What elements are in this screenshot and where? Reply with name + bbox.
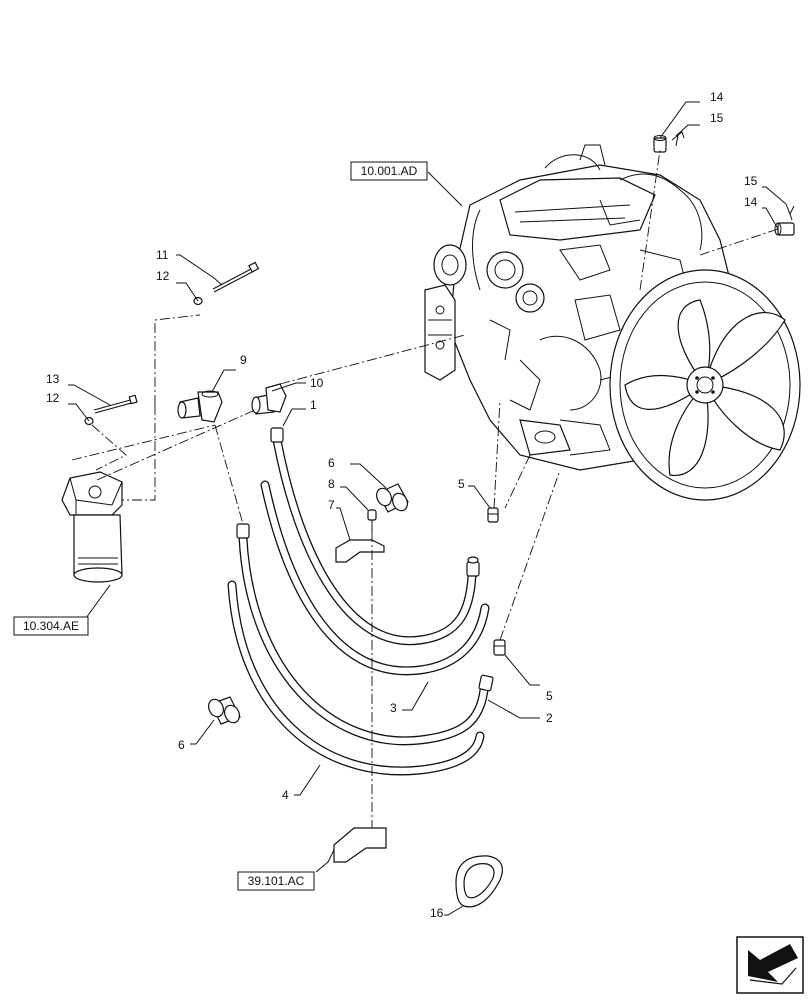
engine-assembly [424, 144, 801, 501]
part-5-upper [487, 507, 499, 523]
part-11-bolt [212, 261, 260, 293]
arrow-left-down-icon[interactable] [736, 936, 804, 994]
callout-9: 9 [240, 353, 247, 367]
callout-10: 10 [310, 376, 324, 390]
part-10-elbow [251, 383, 287, 415]
part-6-lower [208, 696, 241, 725]
leader-lines [68, 101, 787, 916]
callout-14-right: 14 [744, 195, 758, 209]
callout-16: 16 [430, 906, 444, 920]
callout-2: 2 [546, 711, 553, 725]
callout-5-lower: 5 [546, 689, 553, 703]
hose-4 [227, 580, 485, 776]
callout-13: 13 [46, 372, 60, 386]
part-15-right [785, 203, 795, 221]
ref-engine-label: 10.001.AD [361, 164, 418, 178]
callout-labels: 14 15 15 14 11 12 13 12 9 10 1 6 8 7 5 5… [46, 90, 758, 920]
part-5-lower [493, 639, 506, 656]
callout-15-upper: 15 [710, 111, 724, 125]
bracket-39101 [333, 827, 387, 863]
part-6-upper [376, 483, 409, 513]
callout-4: 4 [282, 788, 289, 802]
callout-6-upper: 6 [328, 456, 335, 470]
center-lines [71, 149, 779, 828]
callout-11: 11 [156, 248, 169, 262]
part-9-elbow [177, 390, 223, 423]
part-13-bolt [93, 394, 138, 414]
fuel-filter [61, 471, 123, 583]
ref-box-bracket[interactable]: 39.101.AC [237, 871, 315, 891]
callout-3: 3 [390, 701, 397, 715]
callout-14-upper: 14 [710, 90, 724, 104]
part-7-clip [335, 539, 385, 563]
ref-bracket-label: 39.101.AC [248, 874, 305, 888]
callout-12-upper: 12 [156, 269, 170, 283]
callout-6-lower: 6 [178, 738, 185, 752]
callout-12-lower: 12 [46, 391, 60, 405]
callout-15-right: 15 [744, 174, 758, 188]
callout-7: 7 [328, 498, 335, 512]
hose-1 [270, 427, 480, 646]
ref-box-filter[interactable]: 10.304.AE [13, 616, 89, 636]
part-8-screw [367, 509, 377, 532]
part-15-upper [671, 131, 685, 147]
callout-1: 1 [310, 398, 317, 412]
callout-5-upper: 5 [458, 477, 465, 491]
ref-box-engine[interactable]: 10.001.AD [350, 161, 428, 181]
part-16-grommet [455, 855, 503, 908]
callout-8: 8 [328, 477, 335, 491]
ref-filter-label: 10.304.AE [23, 619, 79, 633]
hose-3 [260, 480, 490, 676]
